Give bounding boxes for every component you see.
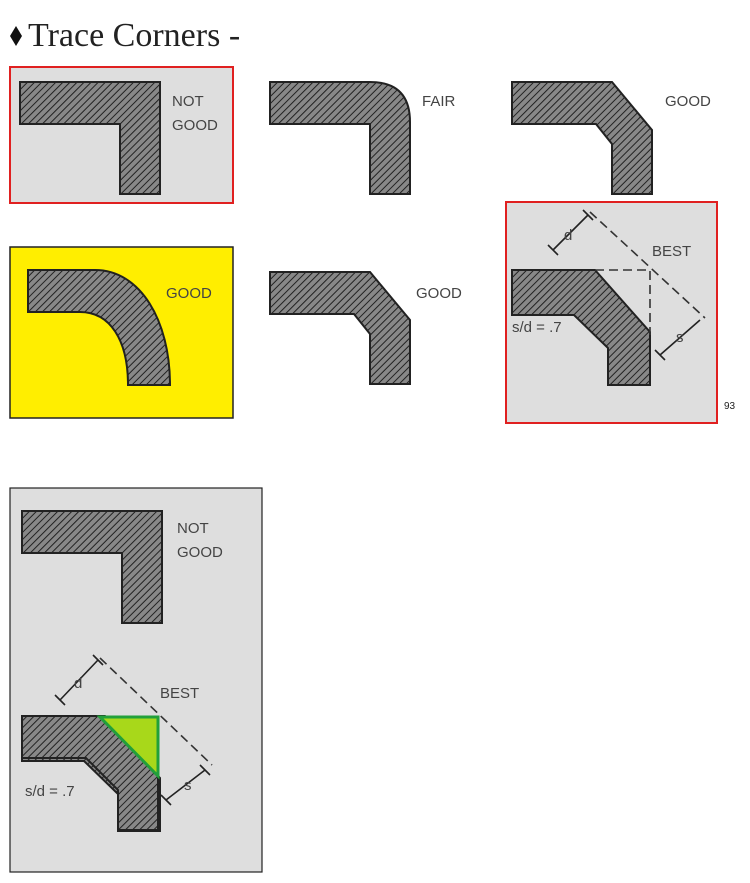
label-ratio: s/d = .7 [25, 783, 75, 800]
label-s: s [676, 329, 684, 346]
label-best: BEST [652, 243, 691, 260]
label-good: GOOD [172, 117, 218, 134]
label-fair: FAIR [422, 93, 456, 110]
slide-title: Trace Corners - [28, 17, 240, 54]
label-good: GOOD [416, 285, 462, 302]
label-d: d [564, 227, 572, 244]
page-number: 93 [724, 401, 736, 412]
label-s: s [184, 777, 192, 794]
label-good: GOOD [665, 93, 711, 110]
label-good: GOOD [177, 544, 223, 561]
label-good: GOOD [166, 285, 212, 302]
label-best: BEST [160, 685, 199, 702]
diamond-icon [10, 26, 22, 46]
label-d: d [74, 675, 82, 692]
fillet-triangle [96, 715, 160, 780]
label-not: NOT [177, 520, 209, 537]
panel-chamfer-mid: GOOD [269, 271, 462, 385]
label-ratio: s/d = .7 [512, 319, 562, 336]
panel-sharp-corner: NOT GOOD [9, 66, 234, 204]
label-not: NOT [172, 93, 204, 110]
detail-panel: NOT GOOD d s BEST s/d = .7 [9, 487, 263, 873]
panel-rounded-corner: FAIR [269, 81, 456, 195]
panel-chamfer-corner: GOOD [511, 81, 711, 195]
panel-best: d s BEST s/d = .7 [505, 201, 718, 424]
panel-large-radius: GOOD [9, 246, 234, 419]
